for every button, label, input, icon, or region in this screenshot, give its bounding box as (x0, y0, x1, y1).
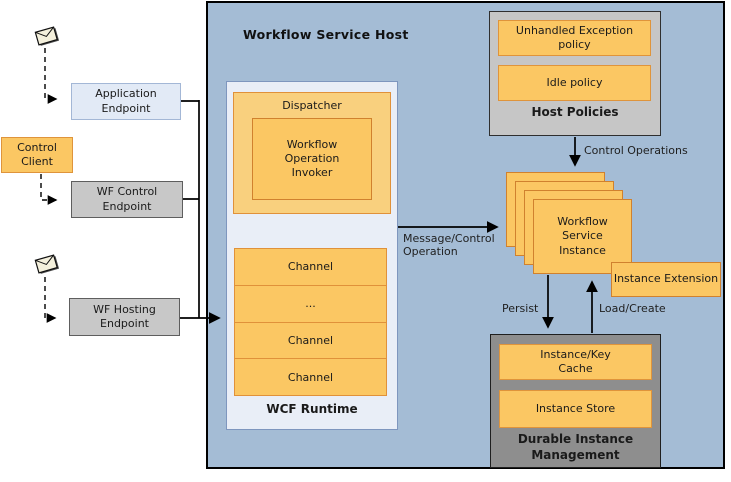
wcf-runtime-label: WCF Runtime (266, 402, 358, 417)
dashed-arrow-to-wf-hosting-endpoint (44, 277, 57, 323)
instance-store-box: Instance Store (499, 390, 652, 428)
instance-key-cache-box: Instance/Key Cache (499, 344, 652, 380)
instance-extension-box: Instance Extension (611, 262, 721, 297)
dashed-arrow-to-wf-control-endpoint (40, 174, 58, 205)
unhandled-exception-policy-box: Unhandled Exception policy (498, 20, 651, 56)
message-envelope-icon (34, 254, 60, 274)
channel-box: Channel (287, 260, 334, 274)
wf-hosting-endpoint-box: WF Hosting Endpoint (69, 298, 180, 336)
channel-stack: Channel ... Channel Channel (234, 248, 387, 396)
dispatcher-label: Dispatcher (282, 98, 342, 112)
message-control-label: Message/Control Operation (403, 232, 495, 259)
control-client-box: Control Client (1, 137, 73, 173)
durable-instance-management-label: Durable Instance Management (517, 432, 634, 462)
workflow-service-instance-card-front: Workflow Service Instance (533, 199, 632, 274)
host-policies-label: Host Policies (531, 105, 619, 120)
panel-title: Workflow Service Host (243, 27, 409, 42)
control-operations-label: Control Operations (584, 144, 688, 157)
application-endpoint-box: Application Endpoint (71, 83, 181, 120)
channel-box: Channel (235, 321, 386, 359)
wf-control-endpoint-box: WF Control Endpoint (71, 181, 183, 218)
channel-ellipsis-box: ... (235, 284, 386, 322)
idle-policy-box: Idle policy (498, 65, 651, 101)
channel-box: Channel (235, 358, 386, 395)
persist-label: Persist (502, 302, 539, 315)
message-envelope-icon (34, 26, 60, 46)
dashed-arrow-to-application-endpoint (44, 48, 58, 104)
load-create-label: Load/Create (599, 302, 666, 315)
workflow-operation-invoker-box: Workflow Operation Invoker (252, 118, 372, 200)
